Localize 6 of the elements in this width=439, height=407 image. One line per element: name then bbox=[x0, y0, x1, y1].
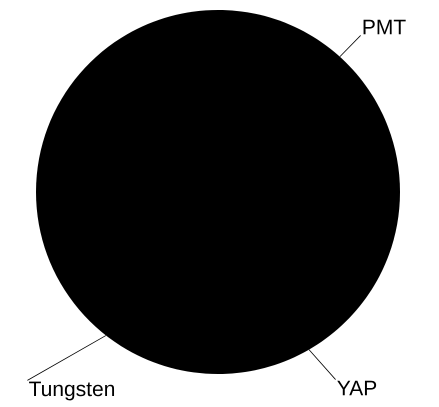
part-label: YAP bbox=[337, 380, 376, 396]
leader-line bbox=[340, 35, 362, 57]
leader-line bbox=[308, 349, 336, 380]
leader-line bbox=[27, 335, 106, 381]
part-label: PMT bbox=[364, 20, 406, 34]
part-label: Tungsten bbox=[29, 382, 114, 400]
